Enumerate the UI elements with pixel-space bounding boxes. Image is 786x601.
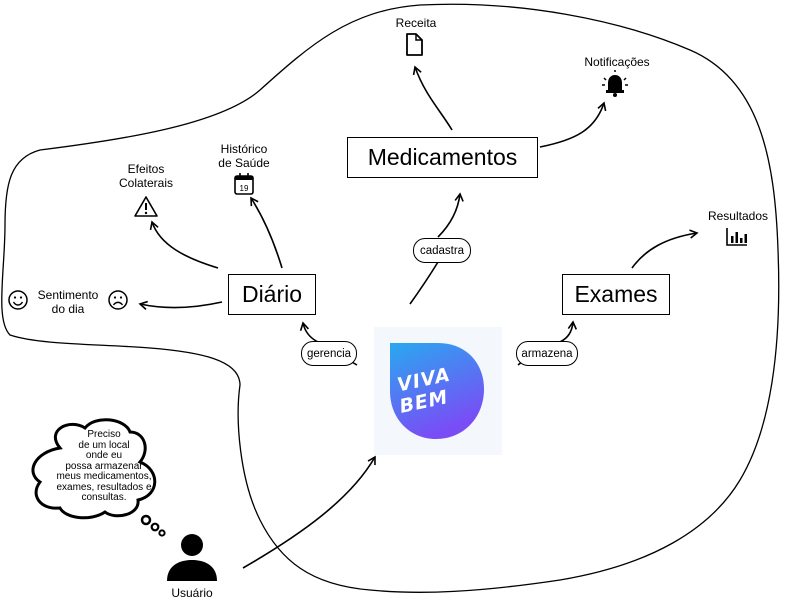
edge-medicamentos-receita bbox=[412, 65, 453, 131]
node-receita: Receita bbox=[395, 16, 437, 30]
node-resultados: Resultados bbox=[707, 209, 769, 223]
user-icon bbox=[167, 534, 217, 581]
edge-label-gerencia: gerencia bbox=[301, 341, 357, 366]
edge-app-cadastra bbox=[409, 261, 439, 305]
node-medicamentos: Medicamentos bbox=[347, 137, 538, 178]
edge-diario-historico bbox=[250, 196, 283, 269]
thought-bubble-text: Preciso de um local onde eu possa armaze… bbox=[56, 429, 152, 503]
smiley-face-icon bbox=[8, 290, 28, 310]
document-icon bbox=[406, 33, 423, 56]
edge-medicamentos-notificacoes bbox=[539, 101, 607, 148]
edge-diario-sentimento bbox=[138, 300, 223, 310]
calendar-icon: 19 bbox=[234, 173, 254, 195]
node-usuario: Usuário bbox=[171, 586, 213, 600]
app-logo: VIVA BEM bbox=[374, 327, 502, 455]
edge-exames-resultados bbox=[631, 229, 699, 269]
node-exames: Exames bbox=[562, 274, 670, 315]
node-efeitos-colaterais: Efeitos Colaterais bbox=[118, 162, 174, 190]
edge-cadastra-medicamentos bbox=[437, 192, 464, 238]
calendar-day-text: 19 bbox=[240, 184, 249, 193]
edge-diario-efeitos bbox=[149, 220, 219, 269]
edge-label-armazena: armazena bbox=[516, 341, 578, 366]
bar-chart-icon bbox=[726, 228, 747, 246]
alarm-bell-icon bbox=[602, 70, 628, 97]
system-boundary bbox=[1, 3, 780, 593]
warning-triangle-icon bbox=[134, 196, 158, 217]
edge-label-cadastra: cadastra bbox=[413, 238, 471, 263]
edge-gerencia-diario bbox=[299, 321, 319, 343]
edge-armazena-exames bbox=[559, 320, 578, 343]
node-sentimento-dia: Sentimento do dia bbox=[37, 288, 99, 316]
sad-face-icon bbox=[108, 290, 128, 310]
node-diario: Diário bbox=[228, 274, 316, 315]
node-historico-saude: Histórico de Saúde bbox=[218, 142, 270, 170]
thought-cloud-icon bbox=[31, 418, 166, 537]
node-notificacoes: Notificações bbox=[584, 55, 650, 69]
edge-usuario-app bbox=[242, 455, 376, 569]
